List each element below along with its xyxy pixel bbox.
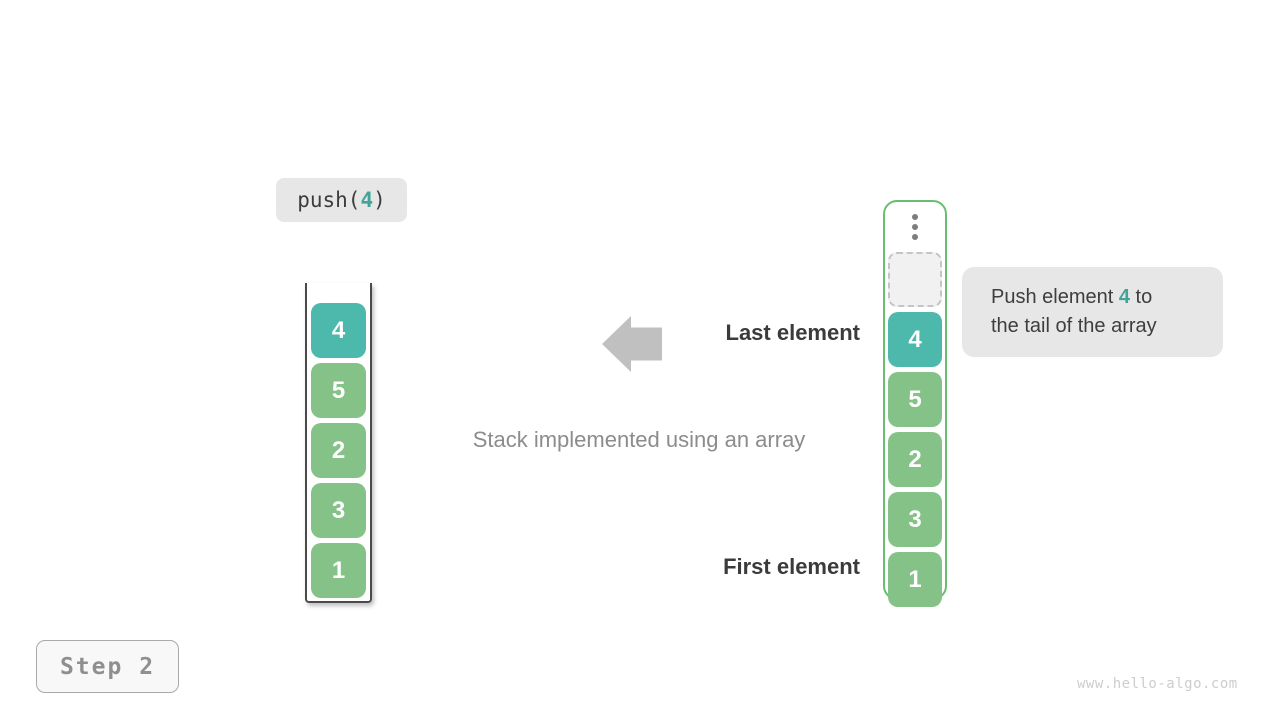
stack-element: 1 (311, 543, 366, 598)
diagram-caption: Stack implemented using an array (472, 427, 806, 452)
stack-element: 4 (311, 303, 366, 358)
left-arrow-icon (602, 316, 662, 372)
array-element: 4 (888, 312, 942, 367)
stack-container: 4 5 2 3 1 (305, 283, 372, 603)
empty-array-slot (888, 252, 942, 307)
array-element: 3 (888, 492, 942, 547)
first-element-label: First element (723, 554, 860, 579)
last-element-label: Last element (725, 320, 861, 345)
step-badge: Step 2 (36, 640, 179, 693)
push-tooltip: Push element 4 to the tail of the array (962, 267, 1223, 357)
tooltip-line1: Push element 4 to (991, 286, 1153, 308)
array-container: 4 5 2 3 1 (883, 200, 947, 607)
array-element: 5 (888, 372, 942, 427)
tooltip-line2: the tail of the array (991, 315, 1157, 337)
tooltip-highlight-value: 4 (1118, 286, 1130, 308)
array-element: 2 (888, 432, 942, 487)
stack-element: 3 (311, 483, 366, 538)
array-element: 1 (888, 552, 942, 607)
operation-prefix: push( (297, 188, 361, 212)
operation-suffix: ) (373, 188, 386, 212)
stack-element: 2 (311, 423, 366, 478)
operation-label: push(4) (276, 178, 407, 222)
operation-argument: 4 (360, 188, 374, 212)
stack-element: 5 (311, 363, 366, 418)
watermark: www.hello-algo.com (1077, 676, 1238, 692)
ellipsis-vertical-icon (912, 212, 918, 242)
